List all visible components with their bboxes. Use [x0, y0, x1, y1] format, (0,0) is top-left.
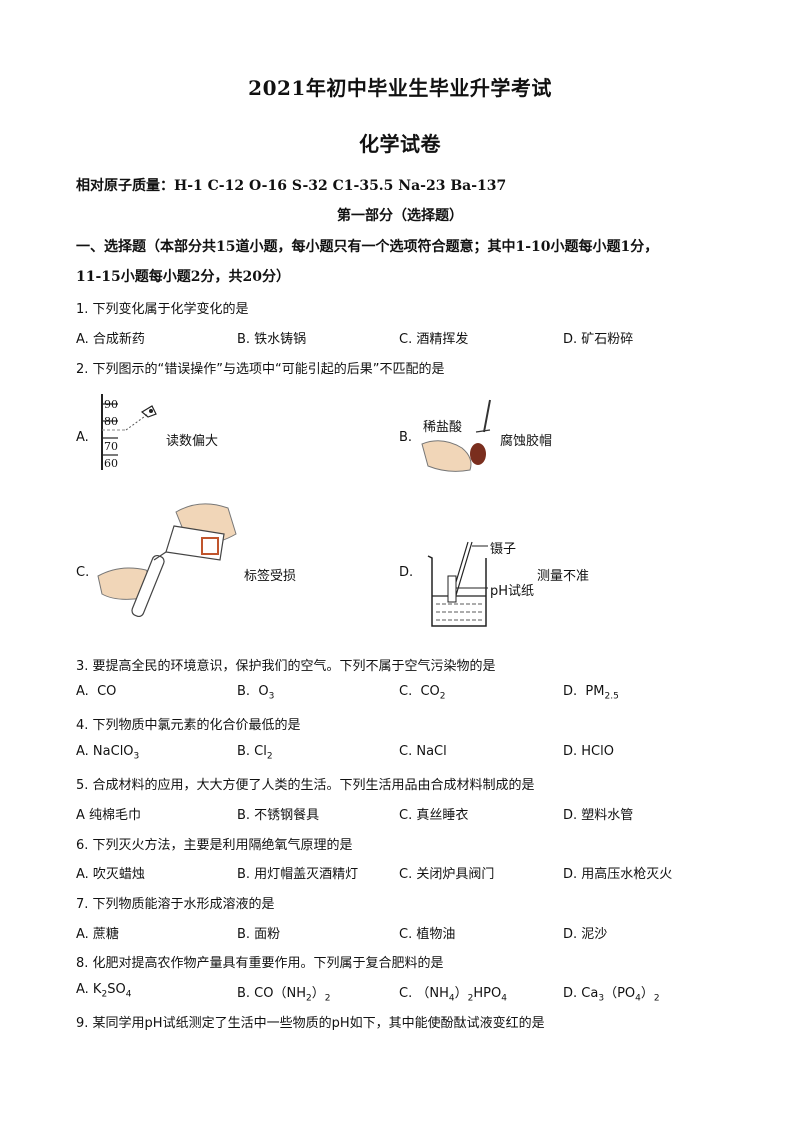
dropper-label: 稀盐酸: [423, 420, 463, 435]
q1-option-b: B. 铁水铸锅: [237, 332, 307, 347]
q4-option-c: C. NaCl: [399, 744, 447, 759]
exam-title: 2021年初中毕业生毕业升学考试: [248, 76, 552, 100]
q7-option-c: C. 植物油: [399, 927, 456, 942]
q6-option-a: A. 吹灭蜡烛: [76, 867, 145, 882]
dropper-figure: [421, 399, 491, 472]
q3-option-a: A. CO: [76, 684, 117, 699]
graduated-cylinder-figure: [101, 394, 157, 470]
part-title: 第一部分（选择题）: [337, 208, 463, 224]
q3-option-c: C. CO2: [399, 684, 446, 702]
q2-option-a-letter: A.: [76, 430, 89, 445]
q8-option-a: A. K2SO4: [76, 982, 132, 1000]
question-3-stem: 3. 要提高全民的环境意识，保护我们的空气。下列不属于空气污染物的是: [76, 659, 496, 674]
q1-option-c: C. 酒精挥发: [399, 332, 469, 347]
q2-option-c-letter: C.: [76, 565, 90, 580]
q5-option-a: A 纯棉毛巾: [76, 808, 142, 823]
question-8-stem: 8. 化肥对提高农作物产量具有重要作用。下列属于复合肥料的是: [76, 956, 444, 971]
q1-option-d: D. 矿石粉碎: [563, 332, 634, 347]
q4-option-b: B. Cl2: [237, 744, 273, 762]
atomic-masses: 相对原子质量：H-1 C-12 O-16 S-32 C1-35.5 Na-23 …: [76, 178, 507, 194]
q7-option-d: D. 泥沙: [563, 927, 608, 942]
q8-option-c: C. （NH4）2HPO4: [399, 986, 507, 1004]
question-7-stem: 7. 下列物质能溶于水形成溶液的是: [76, 897, 275, 912]
q5-option-b: B. 不锈钢餐具: [237, 808, 320, 823]
question-4-stem: 4. 下列物质中氯元素的化合价最低的是: [76, 718, 301, 733]
cylinder-tick-60: 60: [104, 457, 118, 470]
question-6-stem: 6. 下列灭火方法，主要是利用隔绝氧气原理的是: [76, 838, 353, 853]
q8-option-d: D. Ca3（PO4）2: [563, 986, 660, 1004]
pouring-figure: [97, 503, 237, 618]
q3-option-d: D. PM2.5: [563, 684, 619, 702]
section-heading-line1: 一、选择题（本部分共15道小题，每小题只有一个选项符合题意；其中1-10小题每小…: [76, 239, 659, 255]
q4-option-a: A. NaClO3: [76, 744, 140, 762]
q2-option-b-letter: B.: [399, 430, 413, 445]
question-9-stem: 9. 某同学用pH试纸测定了生活中一些物质的pH如下，其中能使酚酞试液变红的是: [76, 1016, 545, 1031]
q2-option-c-text: 标签受损: [244, 569, 297, 584]
q2-option-d-letter: D.: [399, 565, 414, 580]
tweezers-label: 镊子: [490, 542, 517, 557]
cylinder-tick-80: 80: [104, 415, 118, 428]
question-5-stem: 5. 合成材料的应用，大大方便了人类的生活。下列生活用品由合成材料制成的是: [76, 778, 535, 793]
q5-option-d: D. 塑料水管: [563, 808, 634, 823]
q2-option-b-text: 腐蚀胶帽: [500, 434, 553, 449]
section-heading-line2: 11-15小题每小题2分，共20分）: [76, 269, 290, 285]
q6-option-d: D. 用高压水枪灭火: [563, 867, 673, 882]
q3-option-b: B. O3: [237, 684, 275, 702]
q5-option-c: C. 真丝睡衣: [399, 808, 469, 823]
question-2-stem: 2. 下列图示的“错误操作”与选项中“可能引起的后果”不匹配的是: [76, 362, 445, 377]
exam-subtitle: 化学试卷: [359, 132, 441, 156]
cylinder-tick-70: 70: [104, 440, 118, 453]
q7-option-a: A. 蔗糖: [76, 927, 119, 942]
question-1-stem: 1. 下列变化属于化学变化的是: [76, 302, 249, 317]
q6-option-c: C. 关闭炉具阀门: [399, 867, 495, 882]
q2-option-d-text: 测量不准: [537, 569, 590, 584]
q4-option-d: D. HClO: [563, 744, 614, 759]
q8-option-b: B. CO（NH2）2: [237, 986, 331, 1004]
beaker-figure: [427, 541, 488, 627]
q7-option-b: B. 面粉: [237, 927, 281, 942]
q1-option-a: A. 合成新药: [76, 332, 145, 347]
q2-option-a-text: 读数偏大: [166, 434, 219, 449]
ph-paper-label: pH试纸: [490, 584, 535, 599]
cylinder-tick-90: 90: [104, 398, 118, 411]
q6-option-b: B. 用灯帽盖灭酒精灯: [237, 867, 359, 882]
